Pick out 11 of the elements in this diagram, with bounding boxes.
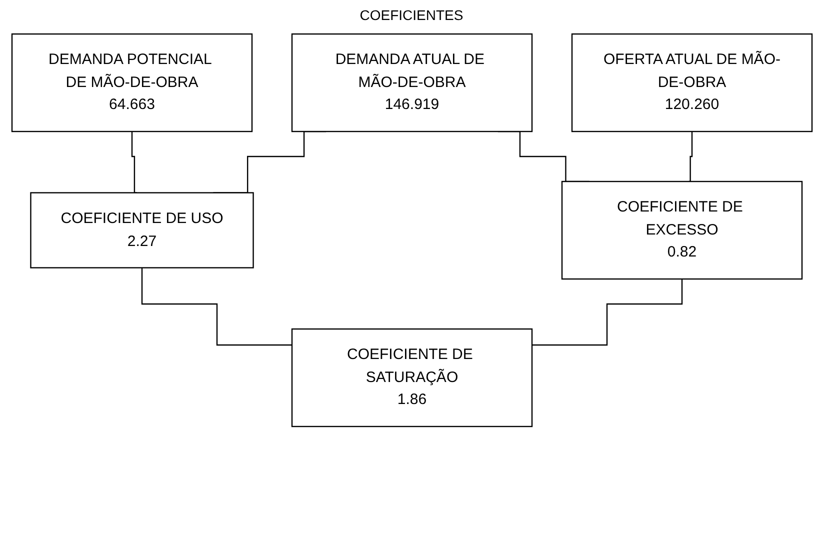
connector: [130, 130, 136, 194]
node-box: COEFICIENTE DE USO 2.27: [30, 192, 254, 268]
connector: [688, 130, 692, 182]
node-box: DEMANDA ATUAL DE MÃO-DE-OBRA 146.919: [290, 33, 532, 132]
connector: [140, 267, 292, 346]
node-box: DEMANDA POTENCIAL DE MÃO-DE-OBRA 64.663: [10, 33, 252, 132]
node-box: COEFICIENTE DE SATURAÇÃO 1.86: [290, 328, 532, 428]
node-box: COEFICIENTE DE EXCESSO 0.82: [560, 180, 802, 280]
connector: [532, 278, 682, 346]
diagram-title: COEFICIENTES: [360, 6, 464, 25]
node-box: OFERTA ATUAL DE MÃO-DE-OBRA 120.260: [570, 33, 812, 132]
